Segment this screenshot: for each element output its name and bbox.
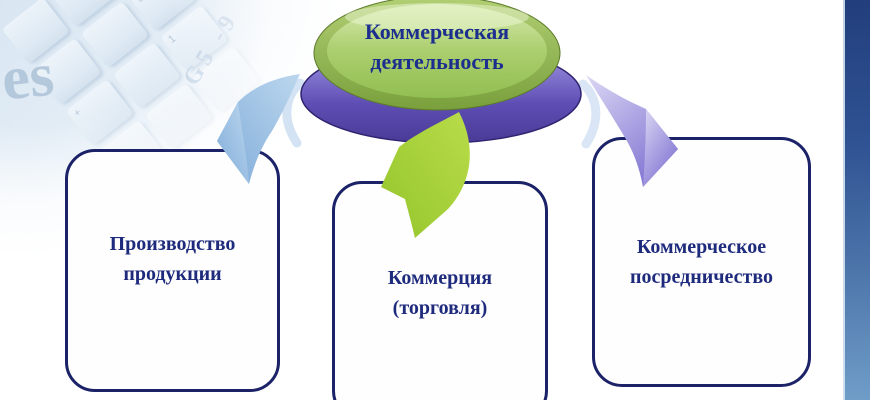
box-commerce: Коммерция (торговля) xyxy=(332,181,548,400)
box-mediation: Коммерческое посредничество xyxy=(592,137,811,387)
right-wisp xyxy=(578,79,601,149)
box-production: Производство продукции xyxy=(65,149,280,392)
box-production-label: Производство продукции xyxy=(109,232,236,285)
box-mediation-label: Коммерческое посредничество xyxy=(629,236,774,288)
root-title: Коммерческая деятельность xyxy=(364,19,510,74)
box-commerce-label: Коммерция (торговля) xyxy=(387,267,493,319)
right-accent-bar xyxy=(843,0,870,400)
